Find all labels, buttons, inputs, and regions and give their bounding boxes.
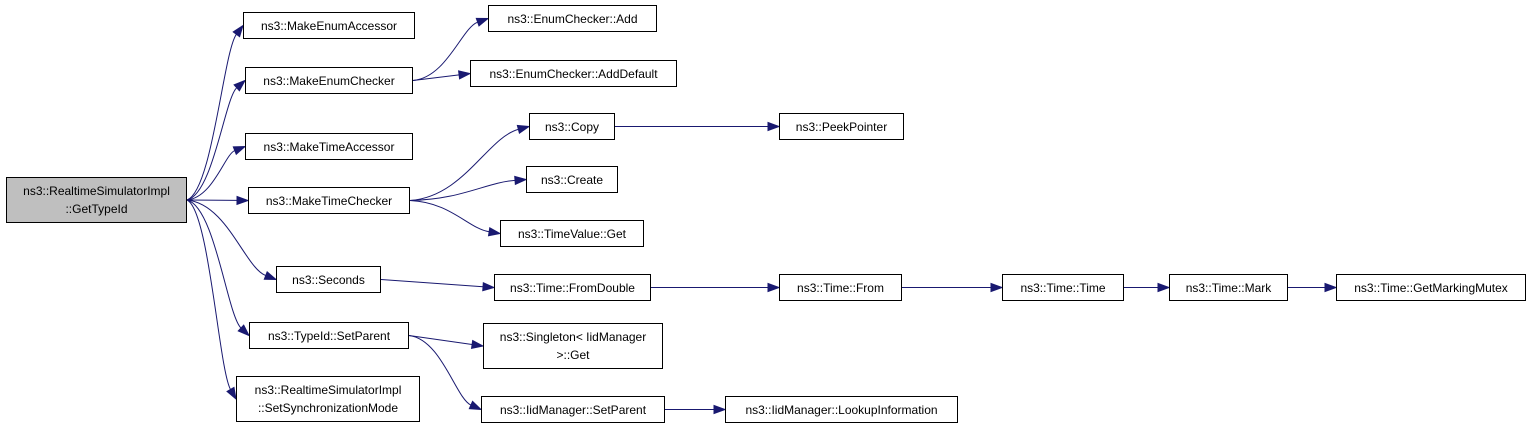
node-make-time-accessor[interactable]: ns3::MakeTimeAccessor	[245, 133, 413, 160]
edge-root-to-seconds	[186, 199, 266, 277]
edge-root-to-typeid_set_parent	[186, 199, 242, 329]
edge-arrowhead	[226, 386, 237, 401]
edge-arrowhead	[767, 121, 781, 132]
edge-typeid_set_parent-to-singleton_get	[408, 335, 473, 345]
node-label: ns3::MakeEnumAccessor	[260, 18, 398, 33]
edge-seconds-to-time_from_double	[380, 279, 484, 288]
node-label: ns3::TimeValue::Get	[517, 226, 627, 241]
edge-make_enum_checker-to-enum_checker_add_default	[412, 74, 460, 81]
edge-arrowhead	[475, 17, 490, 27]
node-label: ns3::IidManager::LookupInformation	[745, 402, 938, 417]
node-label-line: >::Get	[556, 348, 590, 362]
edge-arrowhead	[232, 24, 244, 38]
edge-root-to-make_enum_accessor	[186, 34, 237, 201]
node-set-synchronization-mode[interactable]: ns3::RealtimeSimulatorImpl ::SetSynchron…	[236, 376, 420, 422]
node-time-value-get[interactable]: ns3::TimeValue::Get	[500, 220, 644, 247]
node-iid-manager-set-parent[interactable]: ns3::IidManager::SetParent	[481, 396, 665, 423]
edge-arrowhead	[1157, 282, 1171, 293]
node-label-line: ns3::RealtimeSimulatorImpl	[254, 383, 402, 397]
edge-arrowhead	[767, 282, 781, 293]
node-label: ns3::TypeId::SetParent	[267, 328, 391, 343]
node-make-enum-checker[interactable]: ns3::MakeEnumChecker	[245, 67, 413, 94]
edge-arrowhead	[233, 79, 247, 92]
node-copy[interactable]: ns3::Copy	[529, 113, 615, 140]
edge-typeid_set_parent-to-iid_set_parent	[408, 335, 472, 406]
node-label: ns3::MakeTimeChecker	[265, 193, 393, 208]
node-label: ns3::Time::FromDouble	[510, 280, 635, 295]
node-enum-checker-add[interactable]: ns3::EnumChecker::Add	[488, 5, 657, 32]
node-label: ns3::Seconds	[292, 272, 365, 287]
edge-arrowhead	[487, 227, 502, 237]
node-label: ns3::Time::GetMarkingMutex	[1354, 280, 1508, 295]
node-create[interactable]: ns3::Create	[526, 166, 618, 193]
node-label-line: ::GetTypeId	[65, 202, 128, 216]
edge-root-to-make_enum_checker	[186, 87, 238, 201]
node-seconds[interactable]: ns3::Seconds	[276, 266, 381, 293]
edge-arrowhead	[263, 270, 278, 281]
node-time-time[interactable]: ns3::Time::Time	[1002, 274, 1124, 301]
node-peek-pointer[interactable]: ns3::PeekPointer	[779, 113, 904, 140]
edge-arrowhead	[236, 195, 250, 206]
edge-arrowhead	[1324, 282, 1338, 293]
edge-arrowhead	[468, 400, 483, 411]
node-realtime-simulator-impl-get-type-id[interactable]: ns3::RealtimeSimulatorImpl ::GetTypeId	[6, 177, 187, 223]
node-label: ns3::Time::From	[797, 280, 884, 295]
edge-root-to-make_time_accessor	[186, 150, 236, 201]
node-time-from[interactable]: ns3::Time::From	[779, 274, 902, 301]
edge-make_time_checker-to-copy	[409, 128, 519, 201]
node-label: ns3::Create	[540, 172, 604, 187]
node-label: ns3::MakeTimeAccessor	[263, 139, 395, 154]
node-label: ns3::IidManager::SetParent	[499, 402, 647, 417]
node-enum-checker-add-default[interactable]: ns3::EnumChecker::AddDefault	[470, 60, 677, 87]
edge-arrowhead	[990, 282, 1004, 293]
node-label: ns3::Time::Time	[1020, 280, 1106, 295]
node-label-line: ::SetSynchronizationMode	[257, 401, 399, 415]
node-time-from-double[interactable]: ns3::Time::FromDouble	[494, 274, 651, 301]
edge-arrowhead	[470, 339, 485, 350]
edge-arrowhead	[458, 70, 472, 80]
node-label-line: ns3::RealtimeSimulatorImpl	[23, 184, 170, 198]
node-label: ns3::PeekPointer	[795, 119, 888, 134]
edge-make_time_checker-to-timevalue_get	[409, 200, 490, 233]
node-label: ns3::MakeEnumChecker	[263, 73, 395, 88]
edge-arrowhead	[514, 175, 528, 186]
edge-arrowhead	[237, 324, 251, 337]
edge-arrowhead	[713, 404, 727, 415]
edge-arrowhead	[232, 145, 247, 156]
edge-arrowhead	[516, 124, 531, 135]
edge-arrowhead	[482, 281, 496, 292]
edge-make_enum_checker-to-enum_checker_add	[412, 21, 478, 81]
node-type-id-set-parent[interactable]: ns3::TypeId::SetParent	[249, 322, 409, 349]
node-iid-manager-lookup-information[interactable]: ns3::IidManager::LookupInformation	[725, 396, 958, 423]
node-make-time-checker[interactable]: ns3::MakeTimeChecker	[248, 187, 410, 214]
node-make-enum-accessor[interactable]: ns3::MakeEnumAccessor	[243, 12, 415, 39]
node-label: ns3::Time::Mark	[1185, 280, 1272, 295]
node-label: ns3::EnumChecker::AddDefault	[489, 66, 658, 81]
edge-make_time_checker-to-create	[409, 179, 516, 201]
edge-root-to-set_sync_mode	[186, 199, 231, 390]
node-label: ns3::Copy	[544, 119, 600, 134]
node-label: ns3::EnumChecker::Add	[507, 11, 638, 26]
node-label-line: ns3::Singleton< IidManager	[499, 330, 647, 344]
node-singleton-iid-manager-get[interactable]: ns3::Singleton< IidManager >::Get	[483, 323, 663, 369]
node-time-mark[interactable]: ns3::Time::Mark	[1169, 274, 1288, 301]
node-time-get-marking-mutex[interactable]: ns3::Time::GetMarkingMutex	[1336, 274, 1526, 301]
